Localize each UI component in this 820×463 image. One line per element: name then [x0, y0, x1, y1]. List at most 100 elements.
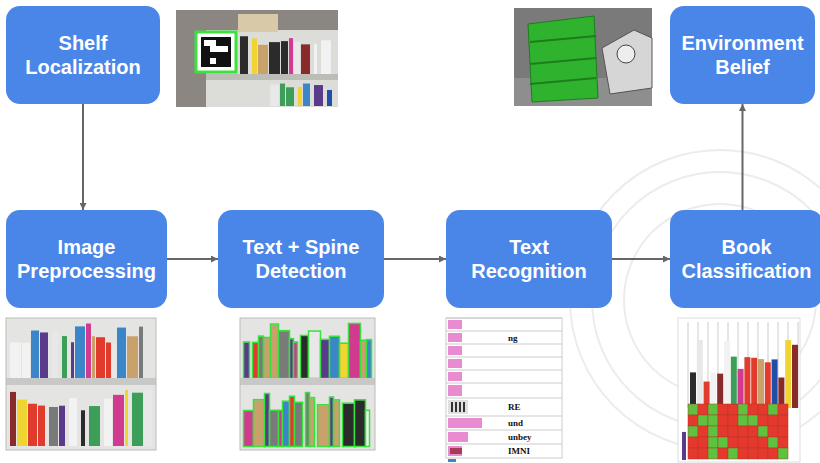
table-rule: [446, 430, 562, 431]
spine-detection-box: [321, 339, 330, 378]
book-spine: [104, 399, 112, 446]
book-spine: [254, 400, 264, 446]
book-thumbnail: [738, 369, 744, 408]
book-spine: [303, 84, 310, 106]
crop-stroke: [450, 448, 462, 454]
word-crop: [448, 400, 468, 414]
robot-model: [602, 30, 652, 94]
table-rule: [446, 357, 562, 358]
book-spine: [334, 400, 339, 446]
spine-detection-box: [340, 343, 349, 378]
confusion-cell: [738, 415, 748, 426]
box-on-shelf: [238, 14, 278, 32]
book-spine: [310, 398, 314, 446]
book-spine: [314, 44, 317, 74]
book-spine: [301, 44, 310, 74]
book-spine: [343, 404, 354, 446]
book-spine: [294, 342, 297, 378]
confusion-cell: [708, 404, 718, 415]
confusion-cell: [758, 404, 768, 415]
box-label: Image Preprocessing: [16, 235, 157, 283]
confusion-cell: [758, 437, 768, 448]
confusion-cell: [748, 415, 758, 426]
confusion-cell: [758, 415, 768, 426]
book-spine: [321, 340, 329, 378]
book-spine: [279, 411, 282, 446]
bookshelf-model: [528, 16, 598, 102]
confusion-cell: [778, 426, 788, 437]
confusion-cell: [748, 437, 758, 448]
book-spine: [244, 411, 253, 446]
book-spine: [330, 337, 339, 378]
book-thumbnail: [697, 340, 703, 408]
spine-detection-box: [301, 335, 309, 378]
flow-arrow: [167, 258, 218, 260]
confusion-cell: [698, 415, 708, 426]
book-spine: [306, 393, 309, 446]
table-rule: [446, 383, 562, 384]
book-spine: [144, 390, 152, 446]
spine-detection-box: [343, 403, 355, 446]
book-spine: [321, 40, 331, 74]
book-spine: [113, 395, 124, 446]
confusion-cell: [728, 404, 738, 415]
confusion-cell: [748, 426, 758, 437]
book-spine: [361, 341, 366, 378]
word-crop: [448, 418, 482, 428]
book-spine: [71, 342, 74, 378]
spine-detection-box: [294, 342, 298, 379]
confusion-cell: [778, 437, 788, 448]
process-box: Environment Belief: [670, 6, 815, 104]
crop-stroke: [455, 402, 457, 412]
confusion-cell: [738, 426, 748, 437]
classification-chart: [678, 318, 800, 462]
spine-detection-box: [349, 323, 361, 378]
recognized-word: IMNI: [508, 445, 530, 457]
spine-detection-box: [361, 340, 367, 378]
shelf-board: [6, 378, 156, 385]
book-spine: [280, 84, 285, 106]
shelf-model-board: [530, 36, 596, 42]
table-rule: [446, 344, 562, 345]
shelf-photo: [176, 10, 338, 107]
robot-joint: [617, 45, 635, 63]
confusion-cell: [718, 448, 728, 459]
flow-arrow: [384, 258, 446, 260]
confusion-cell: [728, 426, 738, 437]
book-thumbnail: [778, 378, 784, 408]
book-spine: [289, 38, 293, 74]
book-spine: [112, 343, 116, 378]
confusion-cell: [718, 426, 728, 437]
confusion-cell: [718, 404, 728, 415]
book-spine: [271, 325, 278, 378]
book-spine: [240, 36, 248, 74]
book-spine: [270, 411, 278, 446]
confusion-cell: [768, 437, 778, 448]
book-spine: [40, 332, 48, 378]
book-spine: [89, 406, 100, 446]
aruco-marker: [201, 37, 231, 67]
word-crop: [448, 446, 462, 456]
book-spine: [298, 87, 302, 106]
book-spine: [253, 343, 258, 378]
book-spine: [38, 406, 45, 446]
crop-stroke: [459, 402, 461, 412]
confusion-cell: [718, 415, 728, 426]
spine-detection-box: [310, 398, 315, 447]
book-spine: [349, 324, 360, 378]
table-ground: [446, 318, 562, 458]
spine-detection-box: [355, 400, 366, 447]
word-crop: [448, 359, 462, 368]
confusion-cell: [708, 426, 718, 437]
image-frame: [240, 318, 375, 450]
book-spine: [270, 84, 279, 106]
word-crop: [448, 346, 462, 355]
spine-detection-box: [318, 405, 330, 447]
book-spine: [367, 340, 371, 378]
marker-cell: [210, 46, 216, 52]
spine-detection-box: [244, 411, 254, 447]
word-crop: [448, 459, 456, 462]
image-ground: [240, 318, 375, 450]
confusion-cell: [778, 448, 788, 459]
